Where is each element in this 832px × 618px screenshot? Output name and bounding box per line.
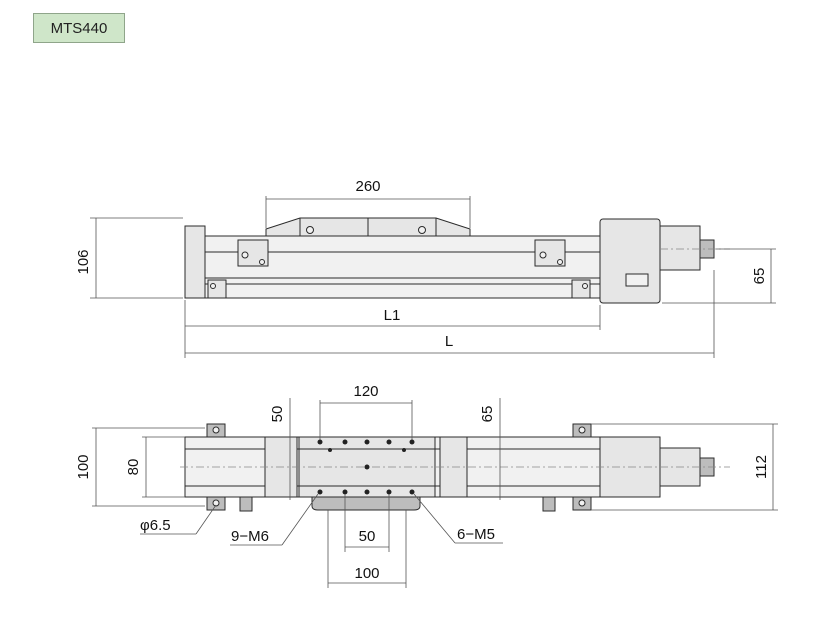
dim-carriage-length: 260 xyxy=(355,178,380,195)
motor-housing xyxy=(599,218,661,304)
dim-motor-width: 112 xyxy=(753,455,770,479)
tapped-holes xyxy=(317,439,415,495)
dim-bottom-width: 100 xyxy=(354,565,379,582)
rail-body xyxy=(204,235,601,299)
dim-tapped-holes-large: 9−M6 xyxy=(231,528,269,545)
dim-l: L xyxy=(445,333,453,350)
dim-tapped-holes-small: 6−M5 xyxy=(457,526,495,543)
end-plate xyxy=(184,225,206,299)
dim-hole-pitch-x: 120 xyxy=(353,383,378,400)
dim-rail-offset: 65 xyxy=(479,406,496,423)
top-view: 120 50 65 100 80 112 φ6.5 9−M6 6−M5 xyxy=(75,383,778,588)
dim-height: 106 xyxy=(75,249,92,274)
dim-width: 100 xyxy=(75,454,92,479)
dim-motor-height: 65 xyxy=(751,268,768,285)
dim-bottom-pitch: 50 xyxy=(359,528,376,545)
side-view: 260 106 65 L1 L xyxy=(75,178,776,358)
dim-mount-hole: φ6.5 xyxy=(140,517,171,534)
connector xyxy=(625,273,649,287)
motor-flange xyxy=(659,225,701,271)
dim-l1: L1 xyxy=(384,307,401,324)
dim-hole-pitch-y: 50 xyxy=(269,406,286,423)
dim-inner-width: 80 xyxy=(125,459,142,476)
model-label: MTS440 xyxy=(33,13,125,43)
carriage-skirt xyxy=(311,496,421,511)
